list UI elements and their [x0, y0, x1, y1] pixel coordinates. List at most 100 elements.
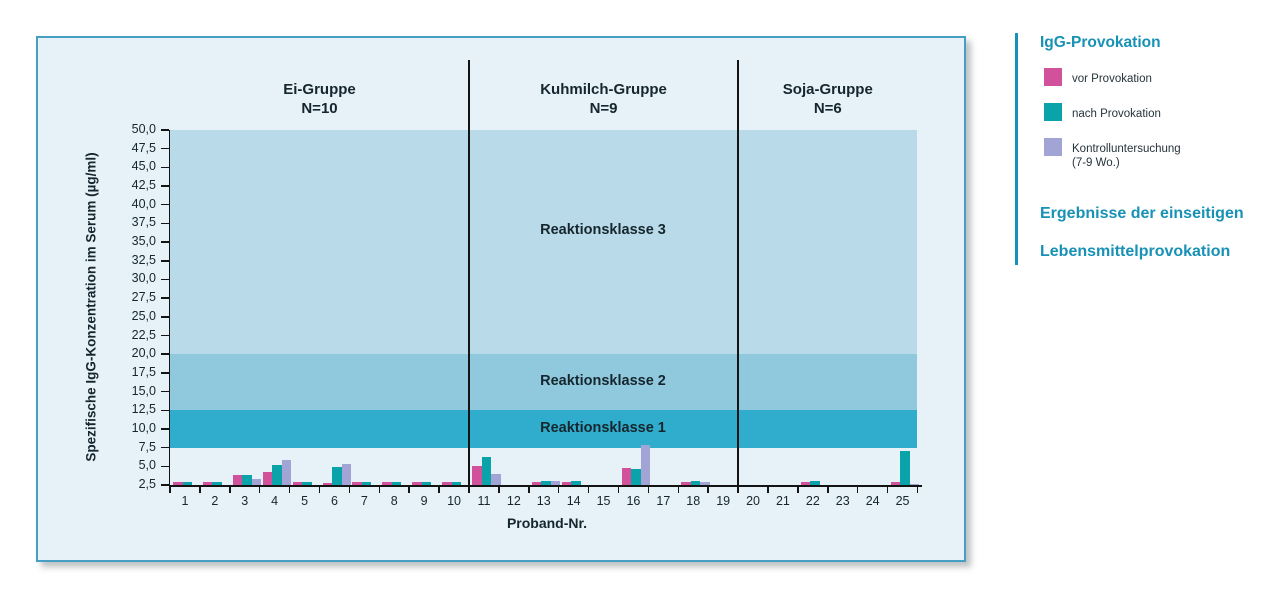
y-tick-label: 10,0	[131, 420, 156, 435]
bar-vor-provokation	[442, 482, 452, 485]
y-tick	[161, 166, 169, 169]
bar-nach-provokation	[481, 456, 491, 485]
x-tick	[647, 486, 650, 493]
x-tick-label: 18	[686, 494, 701, 508]
x-tick-label: 19	[716, 494, 731, 508]
y-tick	[161, 390, 169, 393]
x-tick	[587, 486, 590, 493]
group-divider	[468, 60, 470, 485]
bar-vor-provokation	[352, 482, 362, 485]
bar-nach-provokation	[361, 482, 372, 485]
bar-kontrolluntersuchung	[909, 483, 920, 485]
legend-footer-line2: Lebensmittelprovokation	[1040, 243, 1231, 260]
y-tick	[161, 484, 169, 486]
x-tick-label: 17	[656, 494, 671, 508]
bar-nach-provokation	[690, 481, 701, 485]
x-tick-label: 20	[746, 494, 760, 508]
x-tick-label: 24	[865, 494, 880, 508]
y-axis-title: Spezifische IgG-Konzentration im Serum (…	[83, 152, 99, 462]
x-tick	[318, 486, 321, 493]
x-tick	[468, 486, 470, 493]
x-tick-label: 6	[330, 494, 338, 508]
legend-accent-rule	[1015, 33, 1018, 265]
y-tick-label: 25,0	[131, 308, 156, 323]
y-tick-label: 37,5	[131, 215, 156, 230]
y-tick-label: 17,5	[131, 364, 156, 379]
x-tick-label: 9	[420, 494, 428, 508]
bar-kontrolluntersuchung	[341, 464, 351, 485]
bar-nach-provokation	[332, 467, 342, 485]
x-tick	[438, 486, 440, 493]
bar-kontrolluntersuchung	[281, 459, 292, 485]
legend-item-label: nach Provokation	[1072, 108, 1161, 120]
bar-nach-provokation	[810, 481, 820, 485]
group-name: Kuhmilch-Gruppe	[540, 81, 667, 98]
y-tick	[161, 409, 169, 412]
y-tick-label: 22,5	[131, 327, 156, 342]
reaction-band-label: Reaktionsklasse 3	[540, 221, 666, 238]
x-tick-label: 2	[211, 494, 219, 508]
bar-nach-provokation	[212, 482, 222, 485]
bar-vor-provokation	[472, 466, 482, 485]
y-tick-label: 12,5	[131, 402, 156, 417]
y-tick-label: 45,0	[131, 159, 156, 174]
bar-vor-provokation	[322, 482, 332, 485]
legend-swatch	[1044, 103, 1062, 121]
bar-nach-provokation	[272, 464, 282, 485]
bar-nach-provokation	[302, 482, 312, 485]
x-tick	[557, 486, 560, 493]
x-tick-label: 22	[805, 494, 820, 508]
y-tick-label: 35,0	[131, 234, 156, 249]
bar-vor-provokation	[890, 482, 901, 485]
y-tick	[161, 278, 169, 281]
group-name: Soja-Gruppe	[782, 81, 873, 98]
bar-kontrolluntersuchung	[700, 482, 710, 485]
bar-nach-provokation	[242, 474, 252, 485]
x-tick-label: 23	[835, 494, 850, 508]
reaction-band	[170, 129, 917, 355]
bar-kontrolluntersuchung	[550, 481, 561, 485]
group-n: N=6	[813, 100, 842, 117]
bar-vor-provokation	[202, 482, 213, 485]
y-tick	[161, 185, 169, 187]
x-tick-label: 21	[775, 494, 790, 508]
y-tick-label: 27,5	[131, 290, 156, 305]
y-tick-label: 42,5	[131, 178, 156, 193]
y-tick	[161, 428, 169, 430]
bar-vor-provokation	[382, 482, 392, 485]
x-tick-label: 3	[241, 494, 249, 508]
y-tick-label: 5,0	[138, 458, 156, 473]
bar-vor-provokation	[800, 482, 811, 485]
y-tick	[161, 129, 169, 131]
x-tick-label: 12	[506, 494, 521, 508]
x-tick	[498, 486, 500, 493]
bar-nach-provokation	[421, 482, 432, 485]
y-tick	[161, 147, 169, 150]
legend-item-label: vor Provokation	[1072, 73, 1152, 85]
bar-vor-provokation	[621, 467, 631, 485]
y-tick	[161, 353, 169, 355]
x-tick	[856, 486, 859, 493]
legend-title: IgG-Provokation	[1040, 34, 1161, 51]
y-tick-label: 15,0	[131, 383, 156, 398]
group-divider	[737, 60, 739, 485]
group-n: N=9	[589, 100, 618, 117]
y-tick	[161, 222, 169, 225]
bar-kontrolluntersuchung	[640, 445, 650, 485]
x-tick-label: 7	[360, 494, 368, 508]
x-tick	[408, 486, 410, 493]
x-tick	[528, 486, 530, 493]
y-tick-label: 20,0	[131, 346, 156, 361]
x-tick-label: 1	[181, 494, 189, 508]
legend-panel: IgG-Provokation vor Provokation nach Prov…	[1015, 33, 1277, 283]
reaction-band-label: Reaktionsklasse 1	[540, 419, 666, 436]
y-axis-line	[168, 130, 170, 487]
bar-vor-provokation	[561, 482, 572, 485]
reaction-band	[170, 410, 917, 448]
legend-swatch	[1044, 138, 1062, 156]
